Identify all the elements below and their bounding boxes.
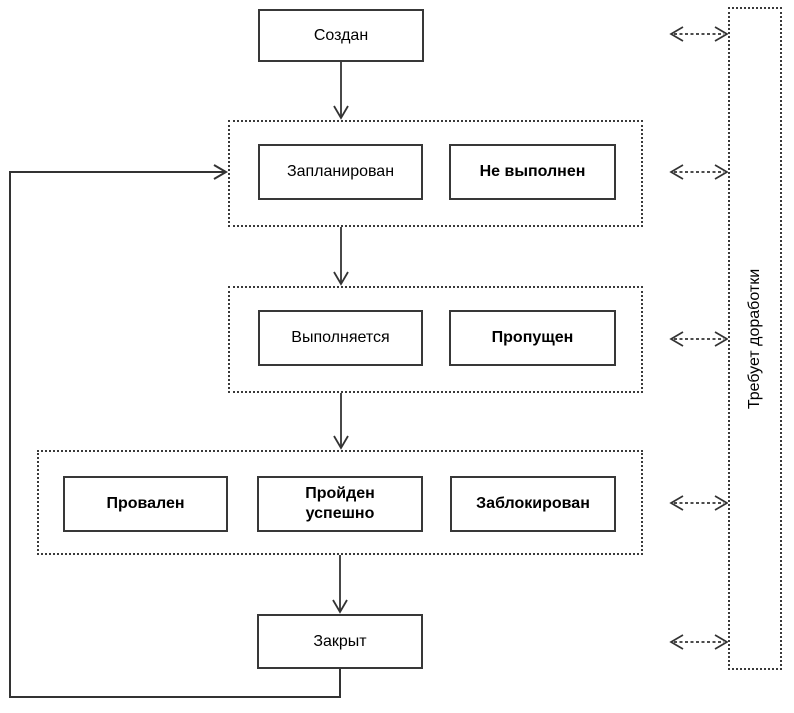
node-in-progress: Выполняется [258,310,423,366]
panel-needs-rework-label: Требует доработки [746,268,763,409]
panel-needs-rework: Требует доработки [728,7,782,670]
node-not-executed: Не выполнен [449,144,616,200]
node-planned-label: Запланирован [286,163,395,180]
node-closed: Закрыт [257,614,423,669]
arrow-planned-to-executing-group [333,227,349,286]
group-planned-states [228,120,643,227]
rework-link-arrow-created [669,26,729,42]
node-passed: Пройден успешно [257,476,423,532]
node-skipped-label: Пропущен [491,329,574,346]
rework-link-arrow-planned-group [669,164,729,180]
node-blocked: Заблокирован [450,476,616,532]
arrow-executing-to-result-group [333,393,349,450]
node-not-executed-label: Не выполнен [479,163,586,180]
node-failed-label: Провален [106,495,185,512]
node-planned: Запланирован [258,144,423,200]
rework-link-arrow-executing-group [669,331,729,347]
node-in-progress-label: Выполняется [291,329,390,346]
rework-link-arrow-result-group [669,495,729,511]
arrow-result-to-closed [332,555,348,614]
rework-link-arrow-closed [669,634,729,650]
node-failed: Провален [63,476,228,532]
node-closed-label: Закрыт [313,632,367,650]
arrow-created-to-planned-group [333,62,349,120]
node-blocked-label: Заблокирован [476,495,590,512]
node-created-label: Создан [313,26,369,44]
node-skipped: Пропущен [449,310,616,366]
node-passed-label: Пройден успешно [305,485,375,522]
group-result-states [37,450,643,555]
node-created: Создан [258,9,424,62]
group-executing-states [228,286,643,393]
